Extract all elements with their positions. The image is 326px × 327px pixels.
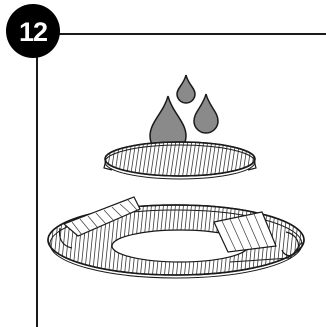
step-number: 12 xyxy=(19,17,47,47)
grate-wire xyxy=(40,200,48,280)
small-grill-grate xyxy=(94,140,260,180)
grate-wire xyxy=(304,200,312,280)
water-drop-right-icon xyxy=(194,94,218,133)
grate-wire xyxy=(94,140,100,180)
grate-wire xyxy=(98,140,104,180)
step-badge: 12 xyxy=(6,4,60,58)
water-drop-top-icon xyxy=(177,75,195,103)
large-grill-grate xyxy=(36,197,312,280)
